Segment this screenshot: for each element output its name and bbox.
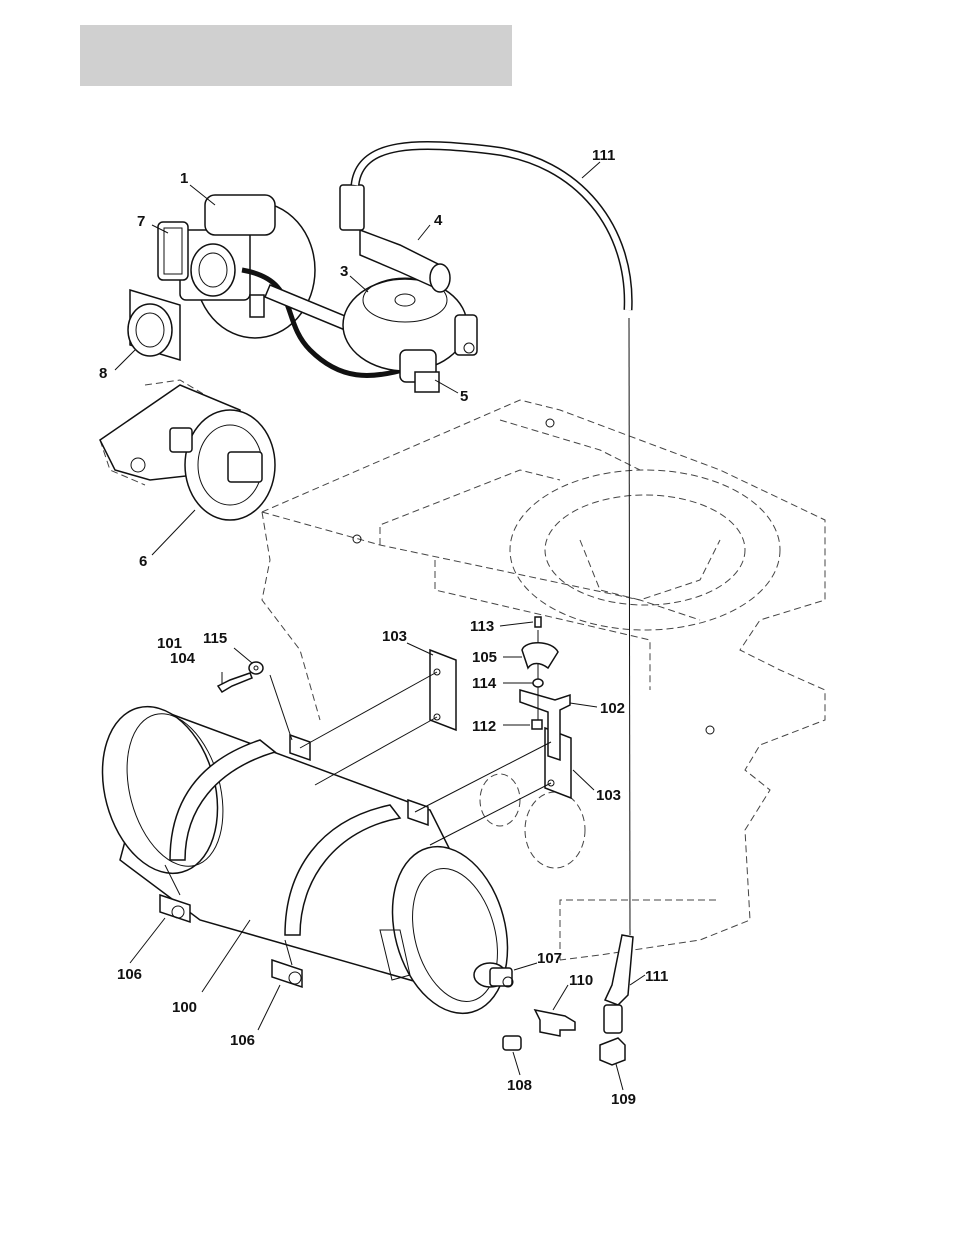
clip-part-105	[522, 643, 558, 668]
callout-100: 100	[172, 999, 197, 1016]
callout-104: 104	[170, 650, 196, 667]
callout-103-lower: 103	[596, 787, 621, 804]
washer-part-114	[533, 679, 543, 687]
callout-111-lower: 111	[645, 968, 668, 985]
nut-part-112	[532, 720, 542, 729]
callout-109: 109	[611, 1091, 636, 1108]
hose-routing-line	[629, 318, 630, 935]
callout-115: 115	[203, 630, 227, 647]
callout-108: 108	[507, 1077, 532, 1094]
elbow-fitting-part-109	[600, 1038, 625, 1065]
vaporizer-part-6	[100, 385, 275, 520]
mixer-assembly-part-1	[180, 195, 315, 338]
callout-8: 8	[99, 365, 107, 382]
callout-110: 110	[569, 972, 593, 989]
callout-7: 7	[137, 213, 145, 230]
service-valve-part-107	[474, 963, 513, 987]
solenoid-part-5	[400, 350, 439, 392]
flange-part-8	[128, 290, 180, 360]
callout-103-upper: 103	[382, 628, 407, 645]
callout-105: 105	[472, 649, 497, 666]
callout-113: 113	[470, 618, 494, 635]
callout-107: 107	[537, 950, 562, 967]
callout-6: 6	[139, 553, 147, 570]
bracket-part-103-upper	[430, 650, 456, 730]
callout-106-left: 106	[117, 966, 142, 983]
tee-fitting-part-110	[535, 1010, 575, 1036]
callout-1: 1	[180, 170, 188, 187]
frame-bolts	[353, 419, 714, 734]
hose-end-part-111-lower	[604, 935, 633, 1033]
solenoid-valve-part-4	[340, 185, 450, 292]
callout-4: 4	[434, 212, 443, 229]
washer-part-115	[249, 662, 263, 674]
screw-part-113	[535, 617, 541, 627]
fitting-part-108	[503, 1036, 521, 1050]
callout-3: 3	[340, 263, 348, 280]
callout-112: 112	[472, 718, 496, 735]
callout-5: 5	[460, 388, 468, 405]
callout-106-right: 106	[230, 1032, 255, 1049]
callout-111-upper: 111	[592, 147, 615, 164]
bolt-part-104	[218, 673, 252, 692]
callout-102: 102	[600, 700, 625, 717]
callout-114: 114	[472, 675, 497, 692]
